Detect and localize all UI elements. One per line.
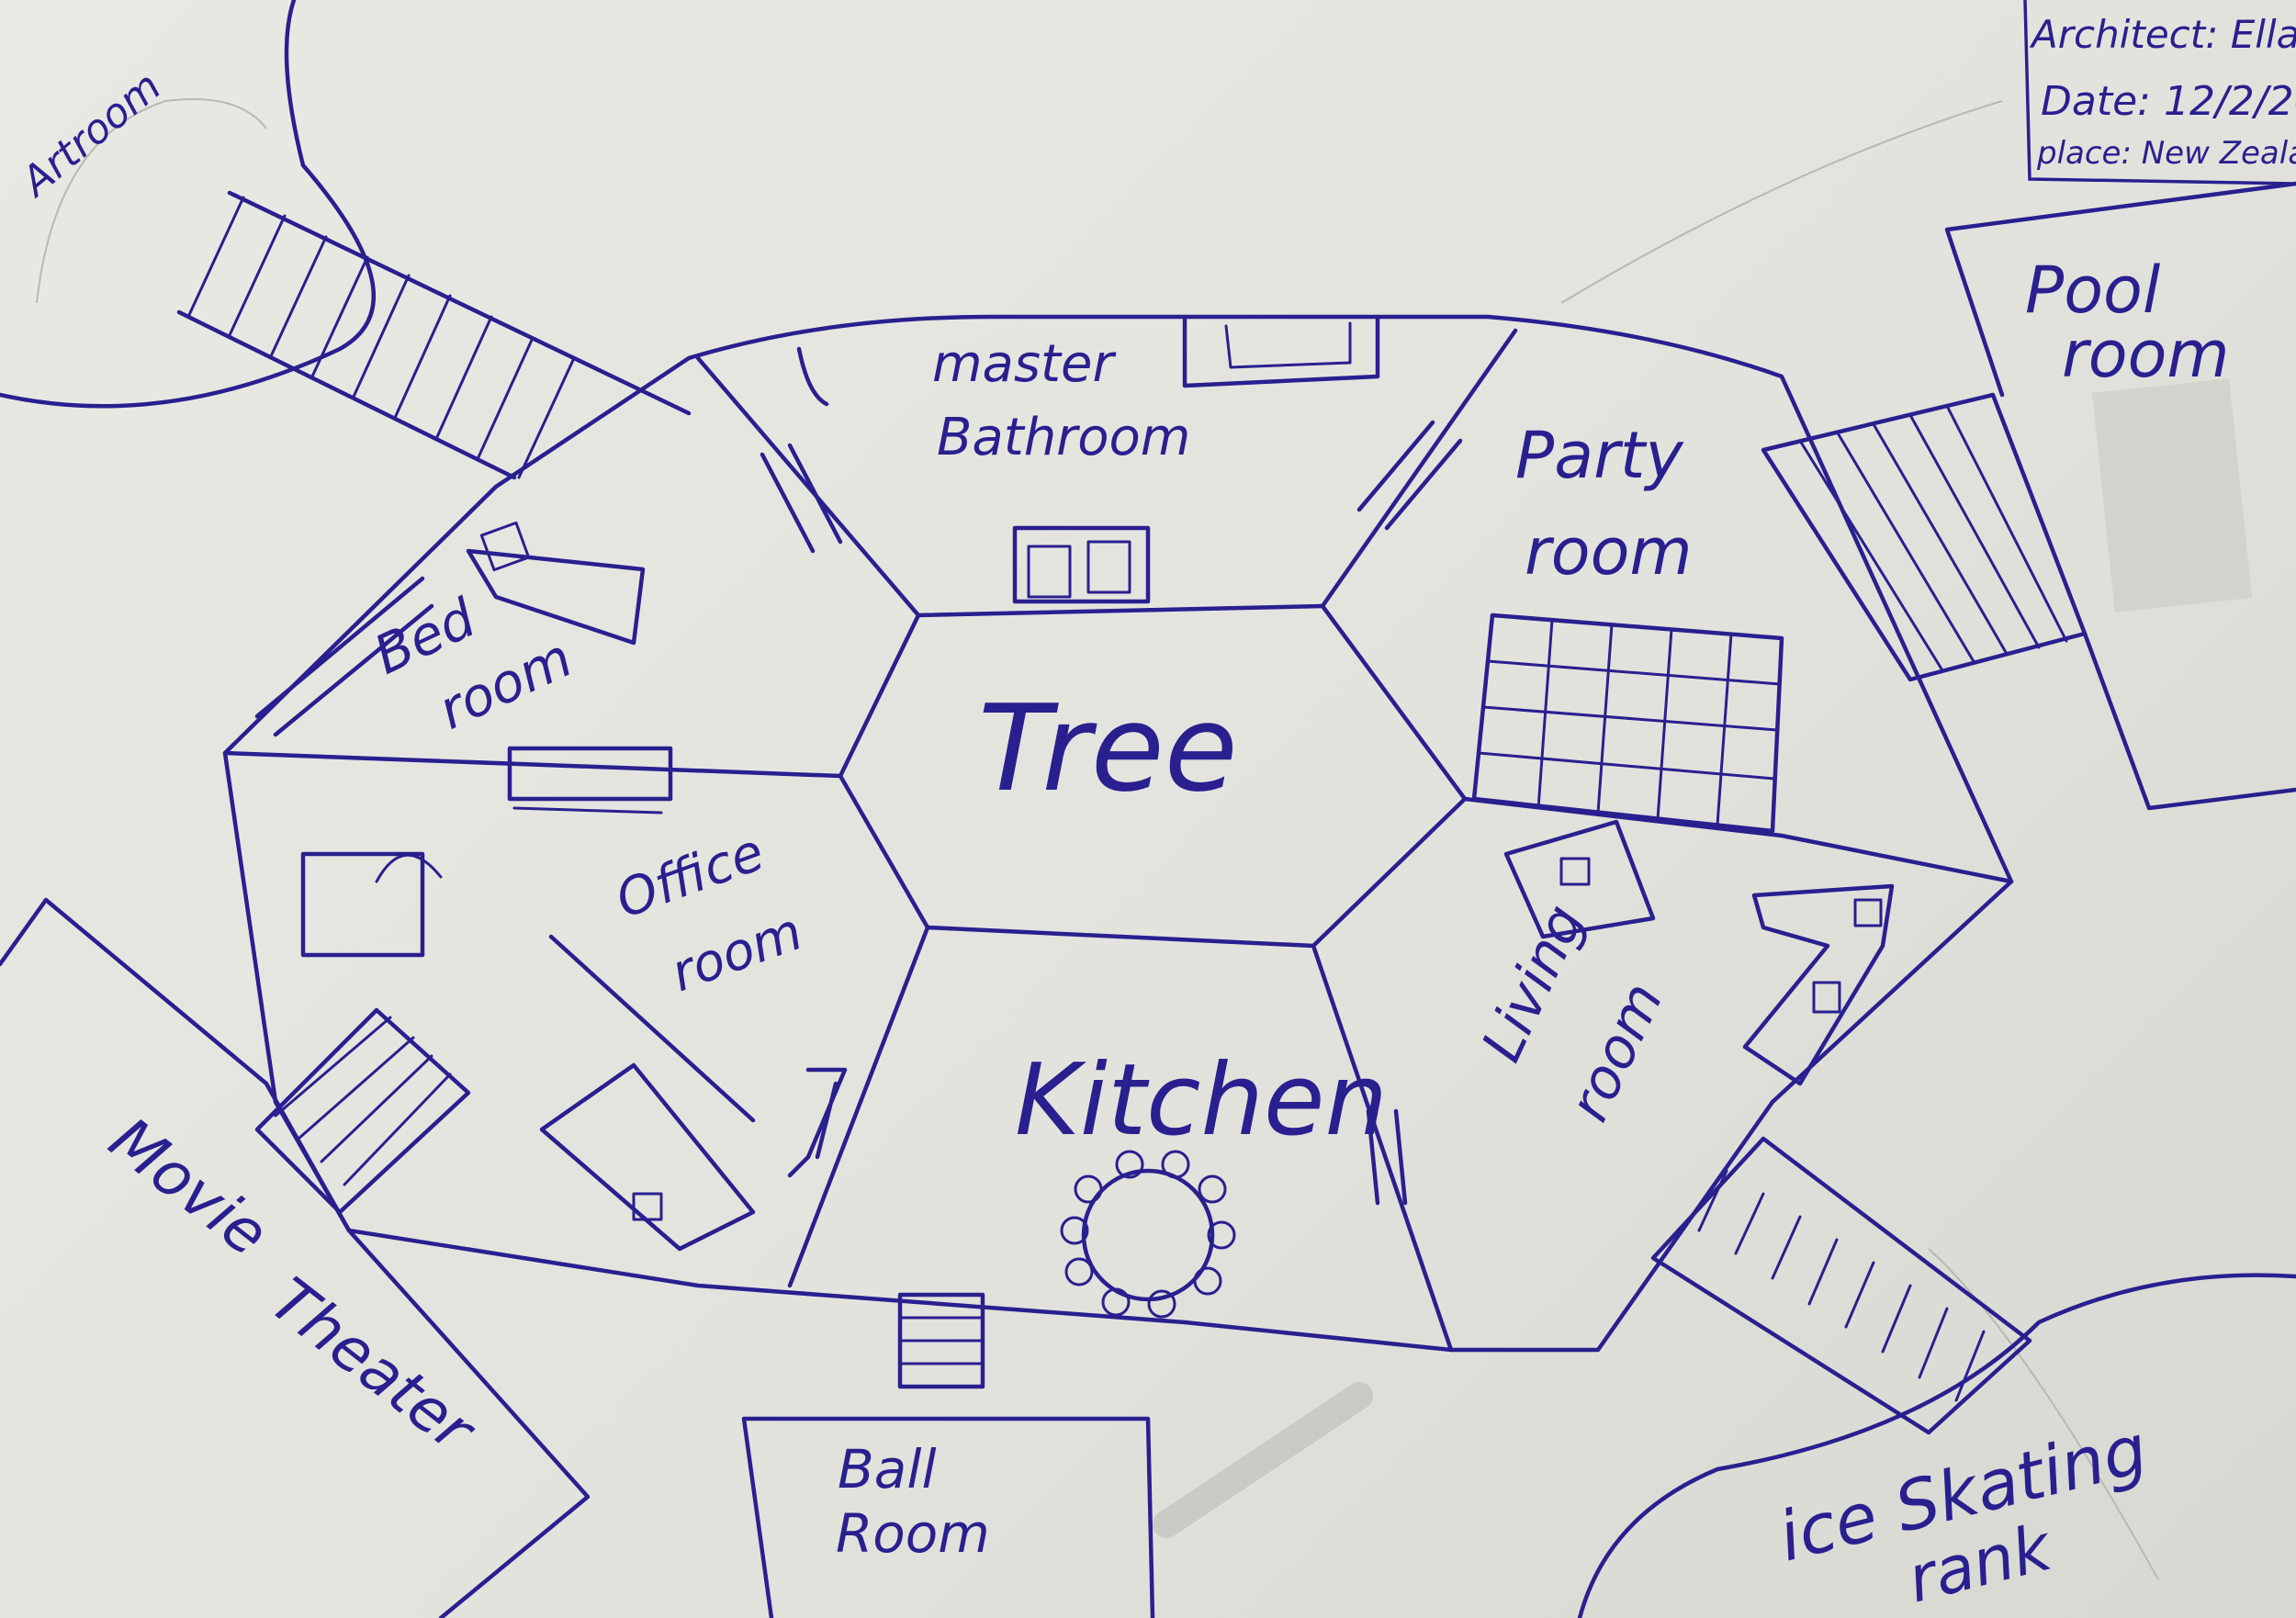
title-architect: Architect: Ella bbox=[2029, 12, 2296, 57]
label-master-bathroom-1: master bbox=[932, 334, 1116, 394]
kitchen-door-left bbox=[787, 1067, 848, 1178]
movie-theater bbox=[0, 897, 591, 1618]
ball-room bbox=[741, 1416, 1155, 1618]
art-room-stairs bbox=[176, 190, 692, 480]
bed bbox=[466, 521, 646, 646]
pool-room-stairs bbox=[1761, 392, 2088, 682]
bathtub bbox=[1182, 314, 1380, 388]
living-room-sofa bbox=[1742, 883, 1895, 1086]
label-ball-room-2: Room bbox=[836, 1502, 990, 1565]
master-bath-door bbox=[760, 346, 843, 554]
art-room bbox=[0, 0, 377, 409]
label-ball-room-1: Ball bbox=[838, 1438, 937, 1500]
label-master-bathroom-2: Bathroom bbox=[937, 408, 1190, 467]
label-movie-theater-2: Theater bbox=[257, 1264, 490, 1467]
label-party-room-2: room bbox=[1525, 514, 1693, 590]
label-living-room-1: Living bbox=[1469, 895, 1597, 1071]
interior-walls bbox=[222, 328, 2014, 1353]
label-party-room-1: Party bbox=[1515, 418, 1684, 493]
label-office-room-1: Office bbox=[609, 823, 772, 931]
title-date: Date: 12/2/2020 bbox=[2041, 78, 2296, 125]
house-outline bbox=[222, 314, 2014, 1353]
ball-room-stairs bbox=[897, 1292, 985, 1389]
kitchen-door-right bbox=[1366, 1108, 1408, 1206]
ice-skating-rink bbox=[1577, 1273, 2296, 1618]
office-desk bbox=[539, 1062, 756, 1252]
living-room-armchair bbox=[1503, 819, 1656, 939]
dining-table bbox=[1060, 1150, 1236, 1319]
label-living-room-2: room bbox=[1557, 973, 1676, 1130]
party-room-door bbox=[1356, 420, 1463, 531]
title-block bbox=[2023, 0, 2296, 185]
ice-rink-stairs bbox=[1650, 1136, 2032, 1435]
label-movie-theater-1: Movie bbox=[96, 1104, 281, 1270]
pool-room bbox=[1944, 181, 2296, 811]
title-place: place: New Zeala bbox=[2036, 135, 2296, 172]
label-pool-room-2: room bbox=[2062, 317, 2230, 392]
label-tree: Tree bbox=[978, 679, 1238, 818]
movie-theater-stairs bbox=[254, 1007, 471, 1215]
label-pool-room-1: Pool bbox=[2025, 253, 2161, 328]
label-art-room: Artroom bbox=[11, 63, 170, 208]
party-room-grid bbox=[1471, 612, 1784, 834]
label-kitchen: Kitchen bbox=[1015, 1043, 1388, 1158]
office-door bbox=[507, 746, 673, 815]
bedroom-door bbox=[254, 576, 434, 737]
label-office-room-2: room bbox=[664, 902, 811, 1004]
office-chair bbox=[300, 851, 443, 958]
pencil-marks bbox=[36, 98, 2253, 1580]
bathroom-sinks bbox=[1012, 525, 1151, 604]
